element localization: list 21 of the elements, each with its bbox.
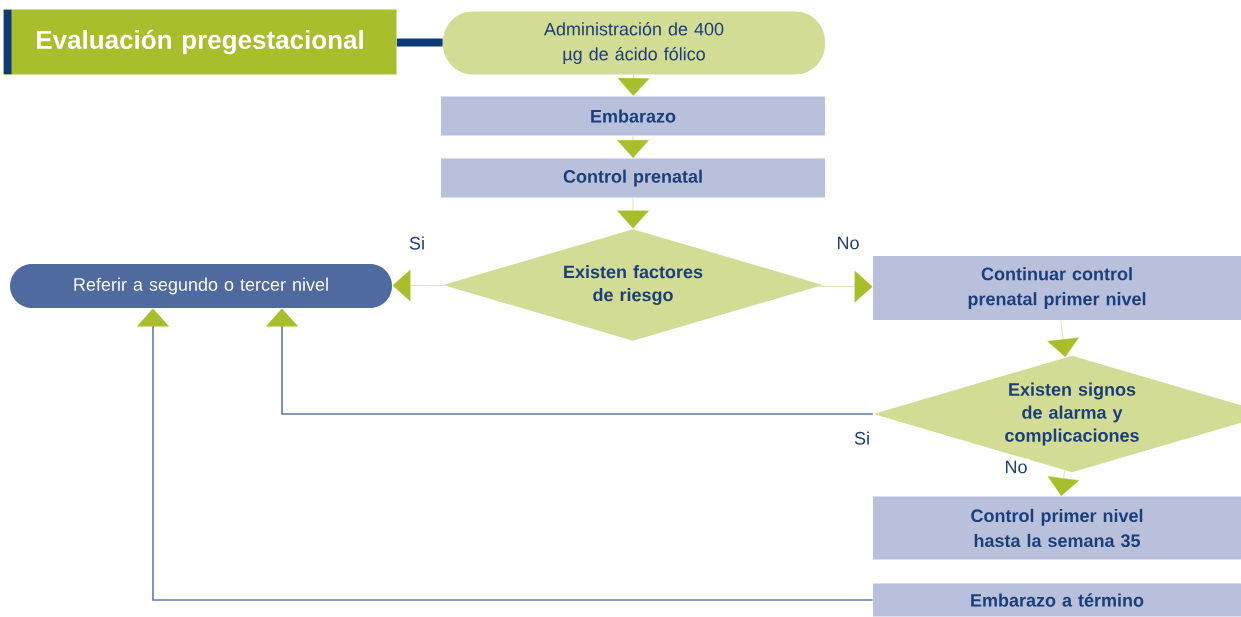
arrow <box>265 308 874 415</box>
arrow <box>392 269 445 302</box>
arrow <box>1047 470 1080 496</box>
arrow <box>136 308 874 601</box>
edge-label: No <box>834 234 862 252</box>
process-box: Continuar control prenatal primer nivel <box>873 256 1241 320</box>
start-box: Administración de 400 µg de ácido fólico <box>443 11 825 75</box>
edge-label: Si <box>852 429 872 447</box>
referral-box: Referir a segundo o tercer nivel <box>10 264 392 308</box>
arrow <box>1047 320 1079 358</box>
edge-label: No <box>1002 458 1030 476</box>
edge-label: Si <box>407 234 427 252</box>
process-box: Embarazo a término <box>873 583 1241 617</box>
arrow <box>617 74 650 96</box>
process-box: Control primer nivel hasta la semana 35 <box>873 496 1241 560</box>
arrow <box>818 270 873 303</box>
arrow <box>617 197 649 229</box>
arrow <box>617 135 649 158</box>
process-box: Control prenatal <box>441 158 825 198</box>
process-box: Embarazo <box>441 96 825 136</box>
title-banner: Evaluación pregestacional <box>3 9 397 75</box>
